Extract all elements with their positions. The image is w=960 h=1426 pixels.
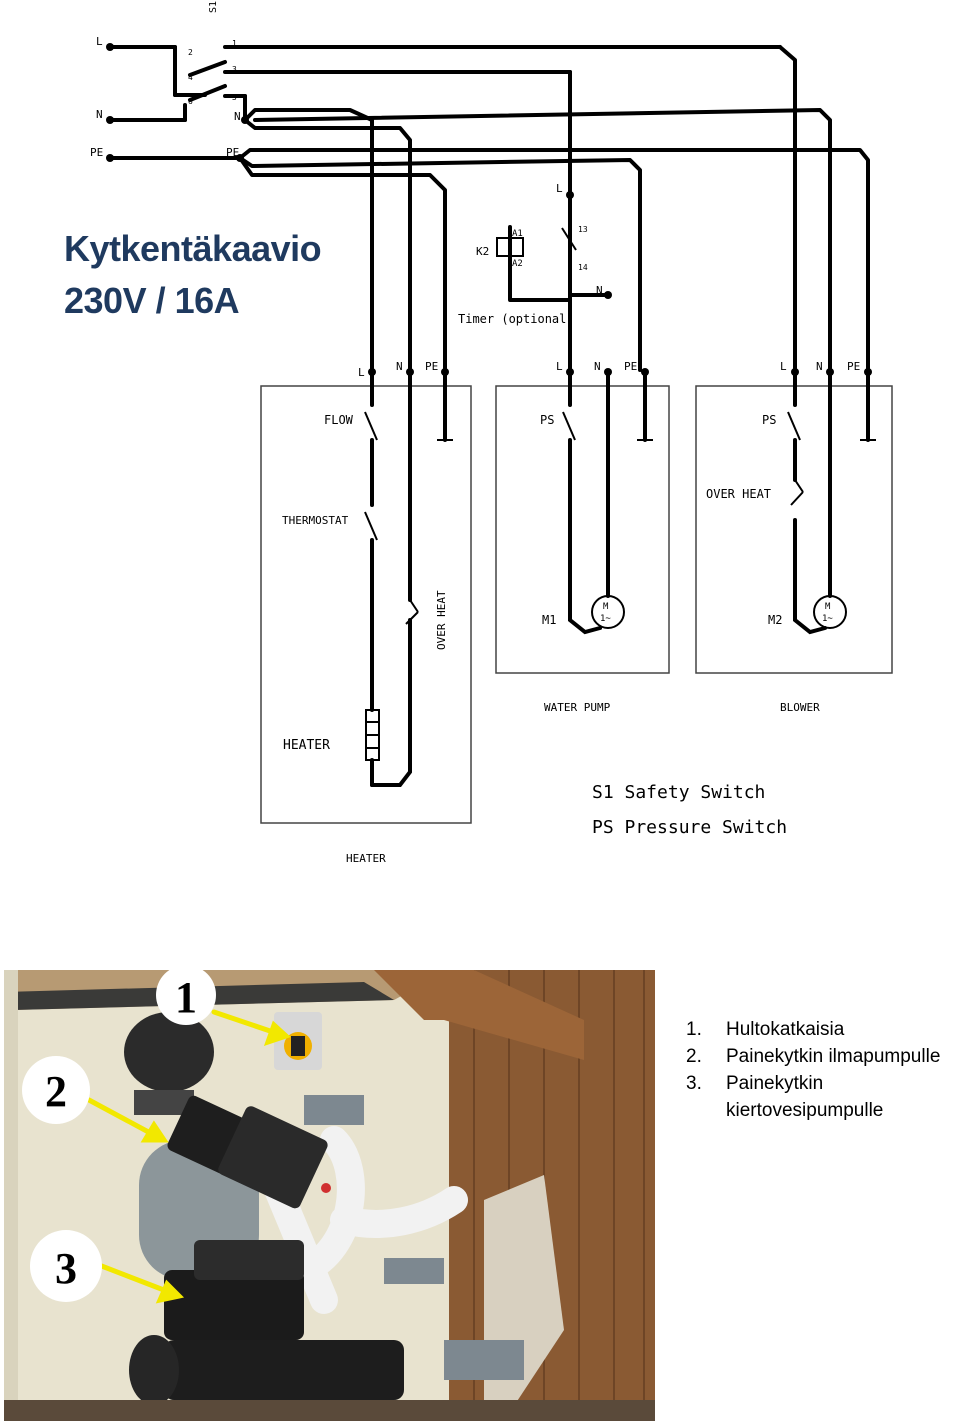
pump-caption: WATER PUMP xyxy=(544,701,611,714)
wiring-diagram: L N PE S1 1 2 3 4 5 6 N PE K2 A1 A2 13 1… xyxy=(90,1,893,865)
s1-terminal-5: 5 xyxy=(232,93,237,102)
callout-3-badge xyxy=(30,1230,102,1302)
heater-label: HEATER xyxy=(283,738,330,753)
blower-motor-m: M xyxy=(825,602,831,612)
blower-motor-phase: 1~ xyxy=(822,614,833,624)
s1-pe-out: PE xyxy=(226,146,239,159)
callout-3: 3 xyxy=(55,1244,77,1293)
blower-wires xyxy=(793,370,870,635)
s1-terminal-1: 1 xyxy=(232,39,237,48)
pump-n: N xyxy=(594,360,601,373)
blower-parts xyxy=(787,411,876,629)
supply-pe-label: PE xyxy=(90,146,103,159)
blower-pe: PE xyxy=(847,360,860,373)
heater-caption: HEATER xyxy=(346,852,386,865)
heater-pe: PE xyxy=(425,360,438,373)
s1-terminal-4: 4 xyxy=(188,73,193,82)
note-ps: PS Pressure Switch xyxy=(592,817,787,838)
diagram-title: Kytkentäkaavio xyxy=(64,228,322,269)
photo-illustration: 1 2 3 xyxy=(4,970,655,1421)
pump-m1-label: M1 xyxy=(542,613,556,627)
heater-box xyxy=(260,385,472,824)
pump-parts xyxy=(562,411,653,629)
callout-1-badge xyxy=(156,970,216,1025)
pump-motor-m: M xyxy=(603,602,609,612)
supply-l-label: L xyxy=(96,35,103,48)
s1-label: S1 xyxy=(208,1,219,13)
legend-num-2: 2. xyxy=(686,1046,702,1067)
note-s1: S1 Safety Switch xyxy=(592,782,765,803)
blower-n: N xyxy=(816,360,823,373)
s1-n-out: N xyxy=(234,110,241,123)
heater-switches xyxy=(364,411,453,761)
timer-label: Timer (optional) xyxy=(458,312,574,326)
legend-item-2: 2. Painekytkin ilmapumpulle xyxy=(686,1043,946,1070)
callout-1: 1 xyxy=(175,973,197,1022)
k2-13: 13 xyxy=(578,225,588,234)
blower-l: L xyxy=(780,360,787,373)
legend-num-3: 3. xyxy=(686,1073,702,1094)
heater-l: L xyxy=(358,366,365,379)
legend-item-3: 3. Painekytkin kiertovesipumpulle xyxy=(686,1070,946,1124)
legend-text-2: Painekytkin ilmapumpulle xyxy=(726,1046,941,1067)
s1-terminal-6: 6 xyxy=(188,97,193,106)
blower-overheat-label: OVER HEAT xyxy=(706,487,771,501)
flow-label: FLOW xyxy=(324,413,354,427)
timer-l: L xyxy=(556,182,563,195)
legend-num-1: 1. xyxy=(686,1019,702,1040)
heater-overheat-label: OVER HEAT xyxy=(435,590,448,650)
legend-text-1: Hultokatkaisia xyxy=(726,1019,845,1040)
k2-contact xyxy=(561,227,577,251)
blower-m2-label: M2 xyxy=(768,613,782,627)
photo-legend: 1. Hultokatkaisia 2. Painekytkin ilmapum… xyxy=(686,1016,946,1124)
blower-ps-label: PS xyxy=(762,413,776,427)
pump-wires xyxy=(568,370,647,635)
supply-wires xyxy=(108,45,870,372)
pump-pe: PE xyxy=(624,360,637,373)
terminal-dots xyxy=(106,43,872,376)
heater-n: N xyxy=(396,360,403,373)
heater-wires xyxy=(370,370,447,787)
thermostat-label: THERMOSTAT xyxy=(282,514,349,527)
k2-14: 14 xyxy=(578,263,588,272)
k2-coil xyxy=(496,237,524,257)
pump-ps-label: PS xyxy=(540,413,554,427)
pump-motor-phase: 1~ xyxy=(600,614,611,624)
legend-text-3: Painekytkin kiertovesipumpulle xyxy=(726,1073,884,1121)
callout-2-badge xyxy=(22,1056,90,1124)
s1-terminal-3: 3 xyxy=(232,65,237,74)
legend-item-1: 1. Hultokatkaisia xyxy=(686,1016,946,1043)
s1-terminal-2: 2 xyxy=(188,48,193,57)
callout-2: 2 xyxy=(45,1067,67,1116)
k2-label: K2 xyxy=(476,245,489,258)
timer-n: N xyxy=(596,284,603,297)
k2-a2: A2 xyxy=(512,259,523,269)
diagram-labels: L N PE S1 1 2 3 4 5 6 N PE K2 A1 A2 13 1… xyxy=(90,1,860,865)
pump-l: L xyxy=(556,360,563,373)
installation-photo: 1 2 3 xyxy=(4,970,655,1421)
blower-caption: BLOWER xyxy=(780,701,820,714)
component-boxes xyxy=(260,385,893,824)
k2-a1: A1 xyxy=(512,229,523,239)
supply-n-label: N xyxy=(96,108,103,121)
pump-box xyxy=(495,385,670,674)
diagram-subtitle: 230V / 16A xyxy=(64,280,240,321)
